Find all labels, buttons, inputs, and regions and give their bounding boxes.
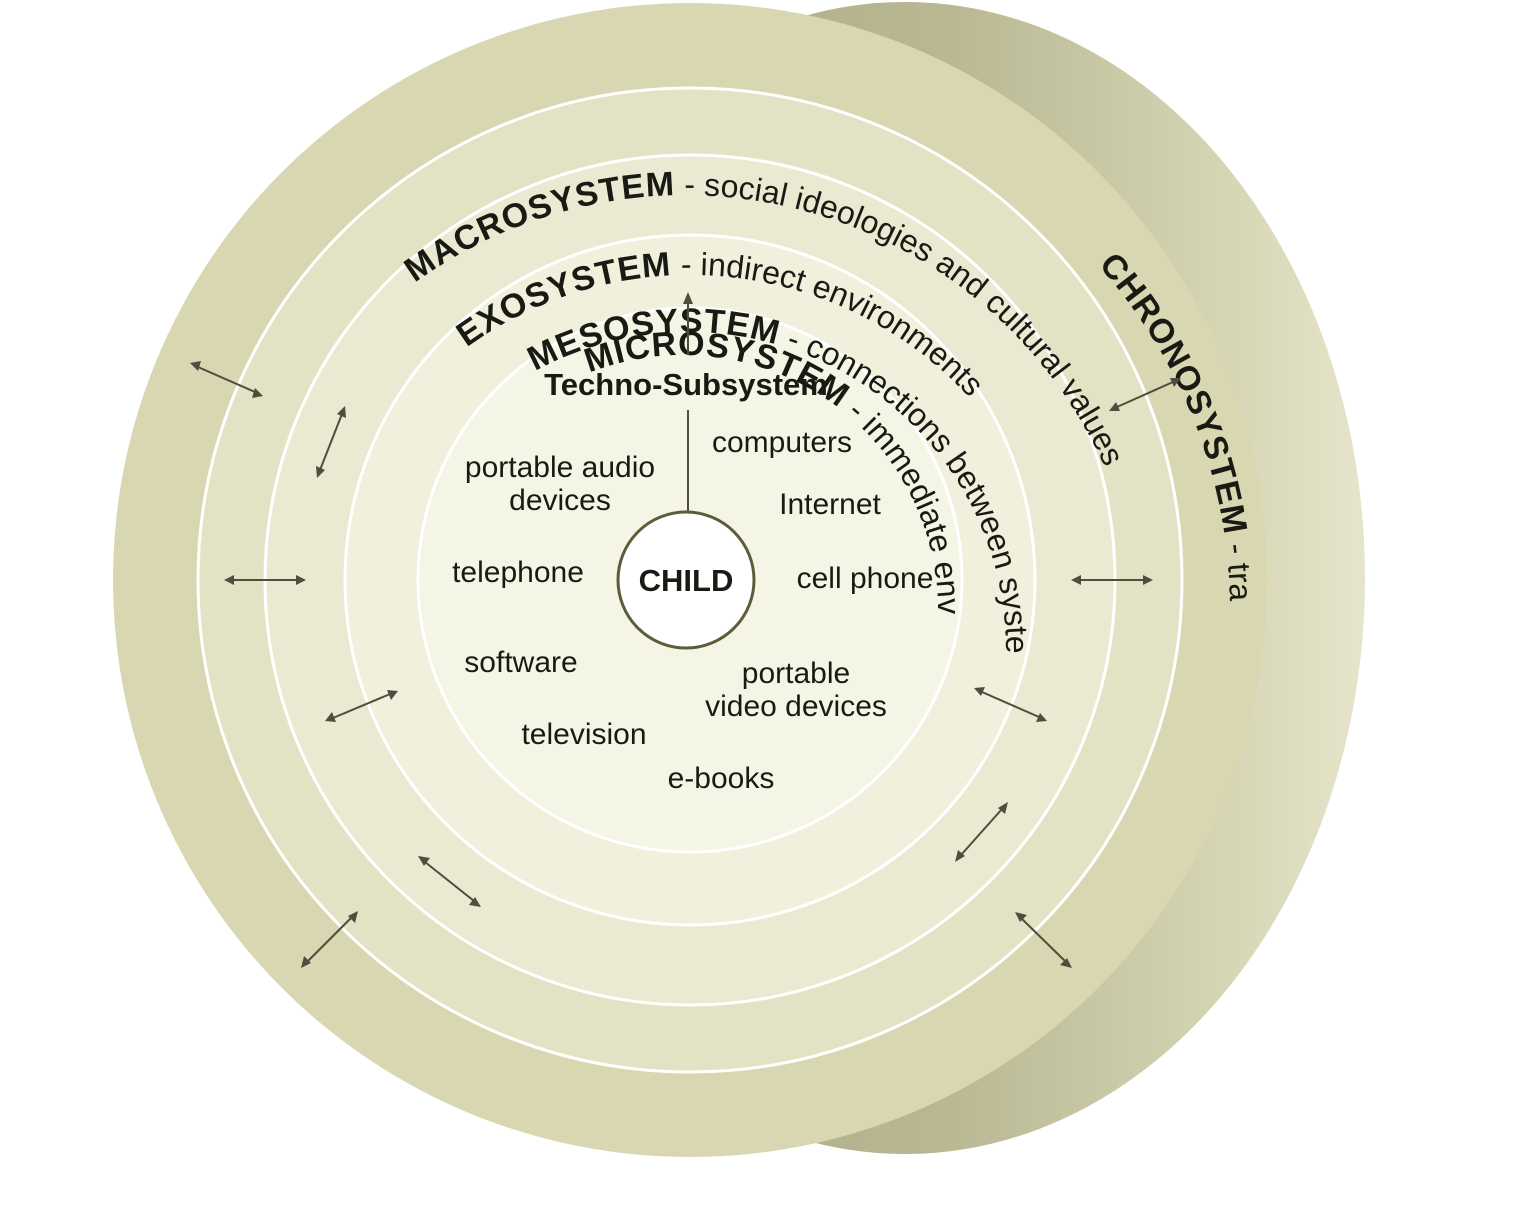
double-arrow [418,856,481,907]
item-ebooks: e-books [668,762,775,795]
item-software: software [464,646,577,679]
techno-subsystem-title: Techno-Subsystem [544,367,828,402]
double-arrow [316,406,346,478]
item-portable-audio-line2: devices [509,484,611,517]
micro-arrowhead-up [683,292,693,304]
double-arrow [1109,378,1181,411]
item-portable-video-line1: portable [742,657,850,690]
double-arrow [190,361,263,398]
double-arrow [325,690,398,722]
interaction-arrows [190,361,1181,968]
item-portable-video-line2: video devices [705,690,887,723]
double-arrow [224,575,306,585]
double-arrow [974,687,1047,722]
item-internet: Internet [779,488,881,521]
item-cell-phone: cell phone [797,562,934,595]
item-television: television [521,718,646,751]
item-computers: computers [712,426,852,459]
double-arrow [1071,575,1153,585]
child-label: CHILD [639,563,734,598]
child-circle [616,510,756,650]
double-arrow [955,802,1008,862]
item-telephone: telephone [452,556,584,589]
double-arrow [301,911,358,968]
item-portable-audio-line1: portable audio [465,451,655,484]
double-arrow [1015,912,1072,968]
